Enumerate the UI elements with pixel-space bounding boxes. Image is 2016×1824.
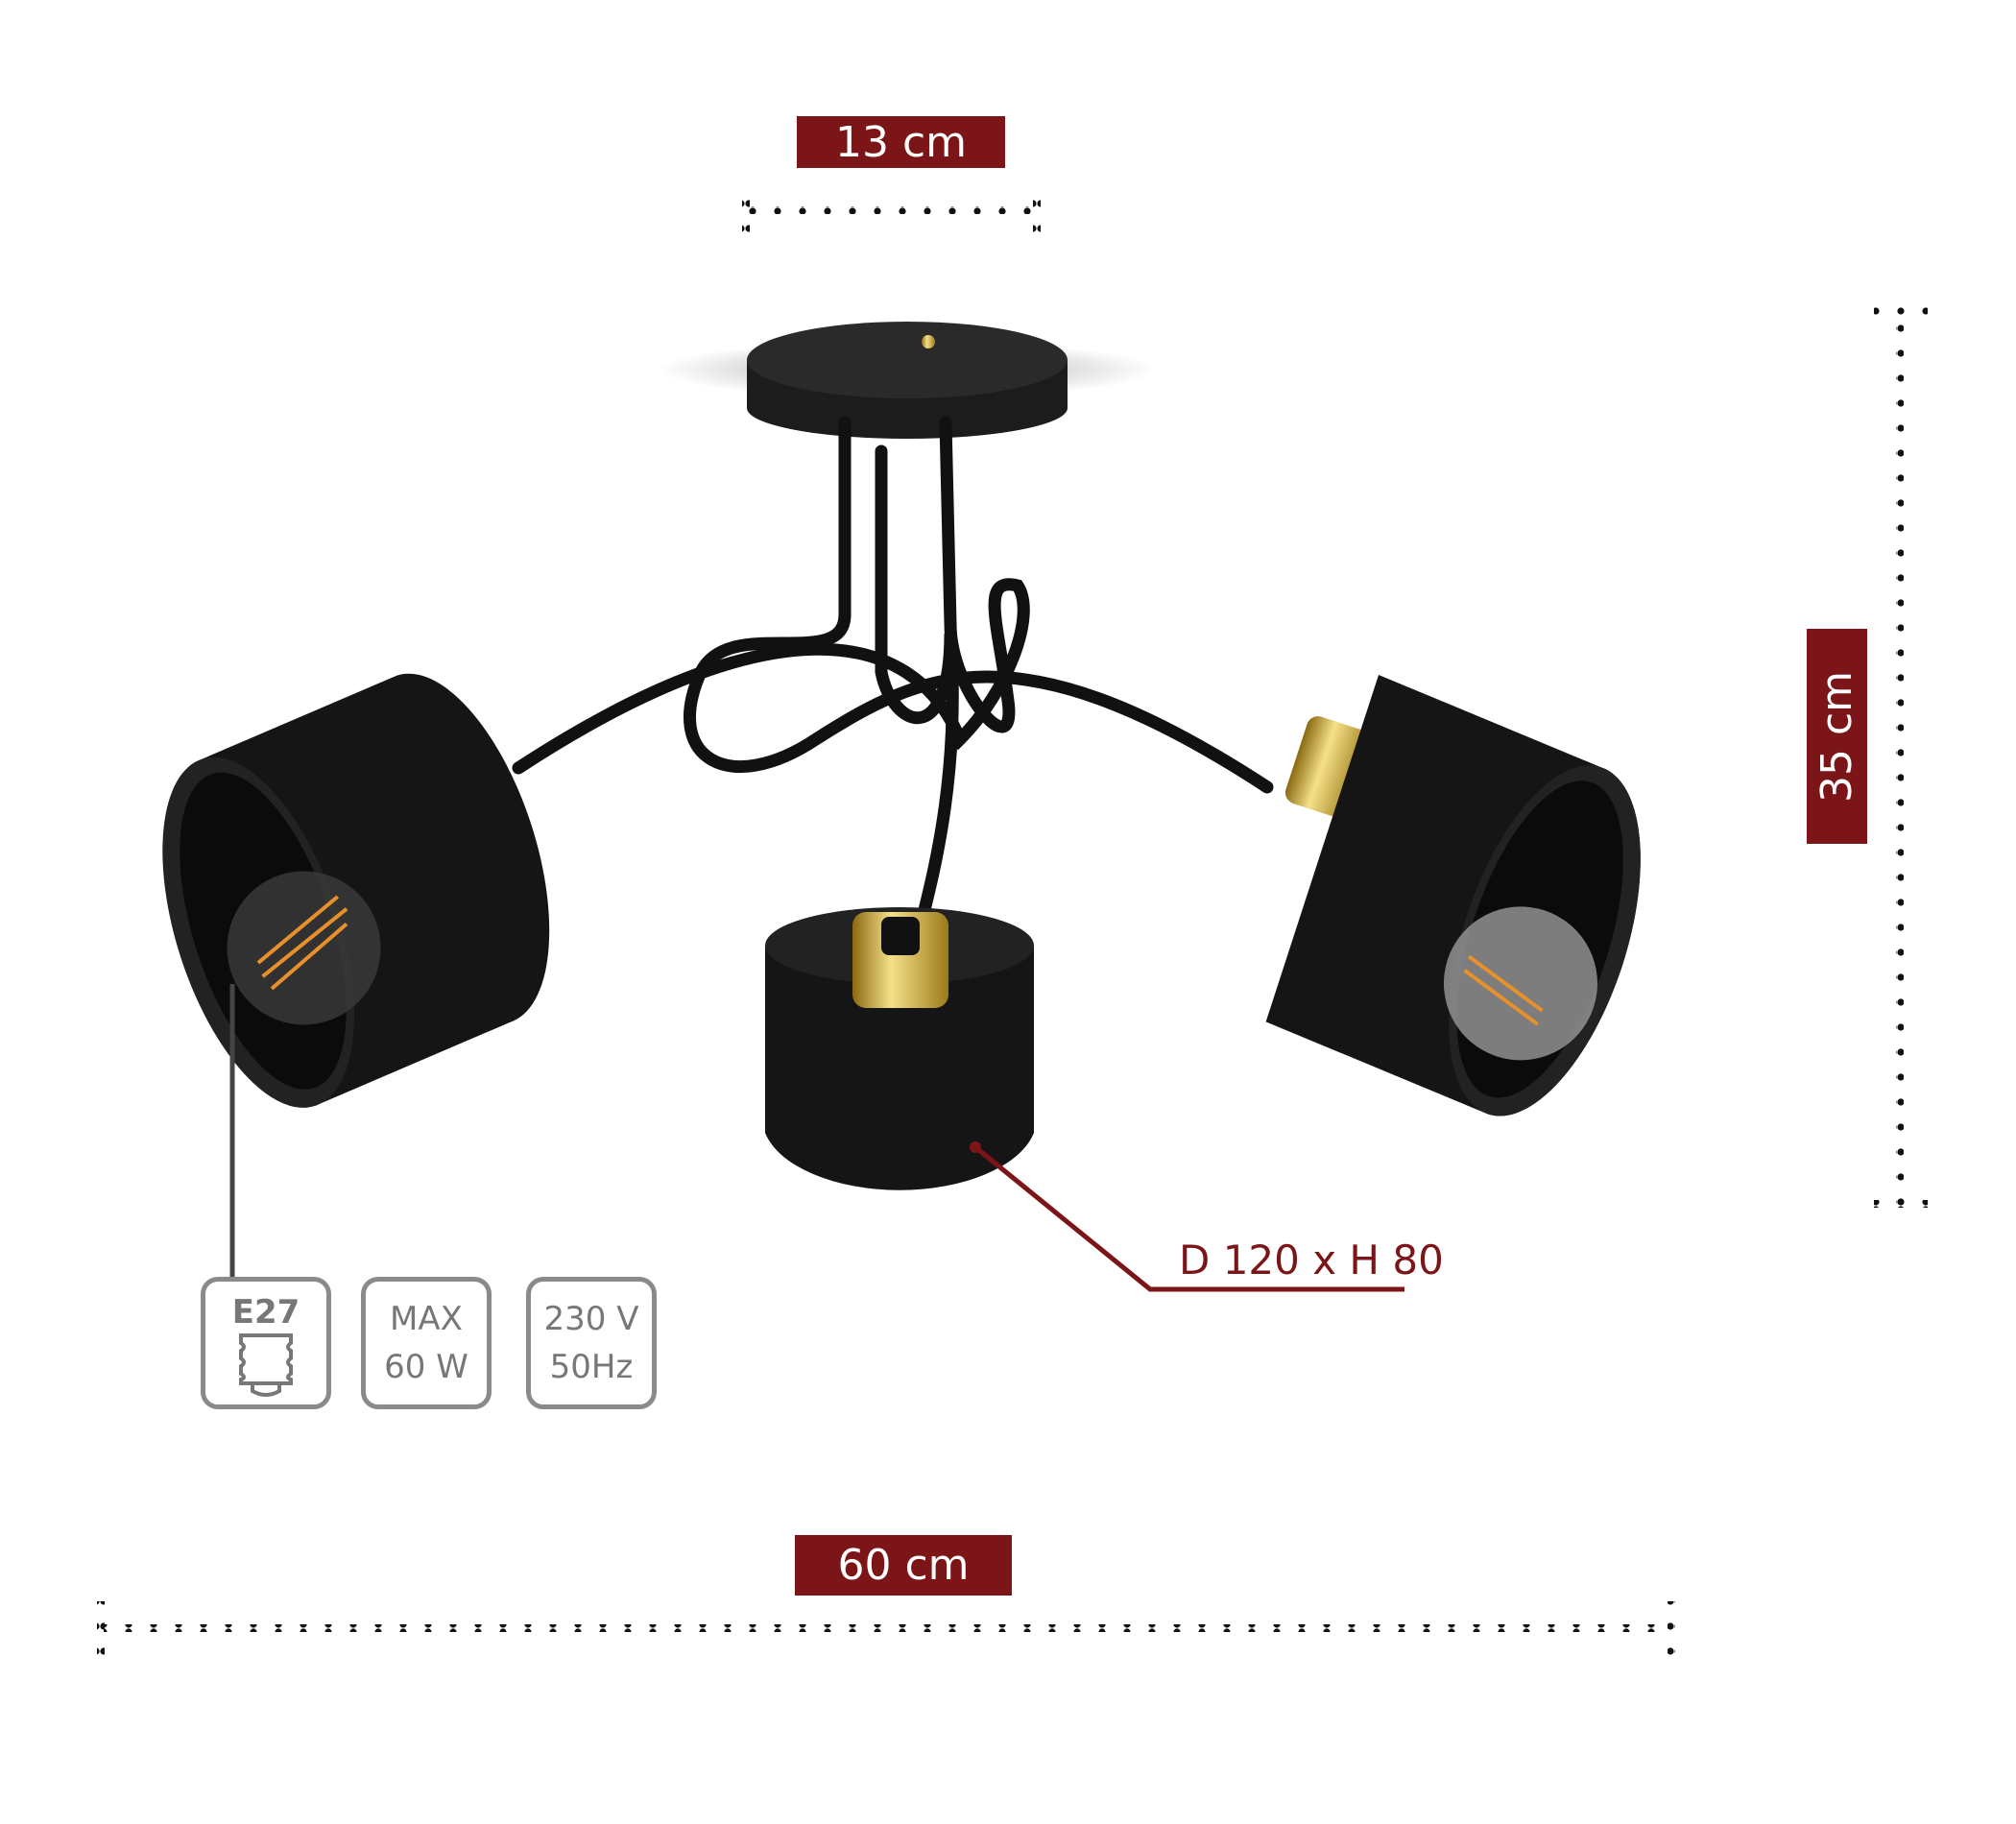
width-dimension-line (97, 1601, 1675, 1655)
canopy-width-label: 13 cm (797, 116, 1005, 168)
height-label: 35 cm (1807, 629, 1867, 844)
spec-max-power: MAX 60 W (361, 1277, 492, 1409)
ceiling-canopy (658, 322, 1157, 439)
spec-voltage: 230 V 50Hz (526, 1277, 657, 1409)
height-dimension-line (1874, 307, 1928, 1208)
spec-socket: E27 (201, 1277, 331, 1409)
middle-lamp-shade (765, 907, 1034, 1190)
bulb-base-icon (239, 1333, 293, 1397)
height-label-text: 35 cm (1812, 670, 1861, 803)
spec-line: 50Hz (549, 1348, 634, 1386)
spec-line: MAX (390, 1300, 463, 1338)
right-lamp-shade (1265, 674, 1641, 1116)
top-dimension-line (742, 185, 1041, 243)
socket-type: E27 (231, 1293, 300, 1332)
width-label: 60 cm (795, 1535, 1012, 1596)
spec-line: 230 V (543, 1300, 639, 1338)
shade-size-label: D 120 x H 80 (1179, 1236, 1444, 1284)
lamp-arms (512, 416, 1274, 928)
spec-line: 60 W (384, 1348, 468, 1386)
left-lamp-shade (162, 673, 550, 1108)
shade-dimension-leader (973, 1145, 1404, 1292)
